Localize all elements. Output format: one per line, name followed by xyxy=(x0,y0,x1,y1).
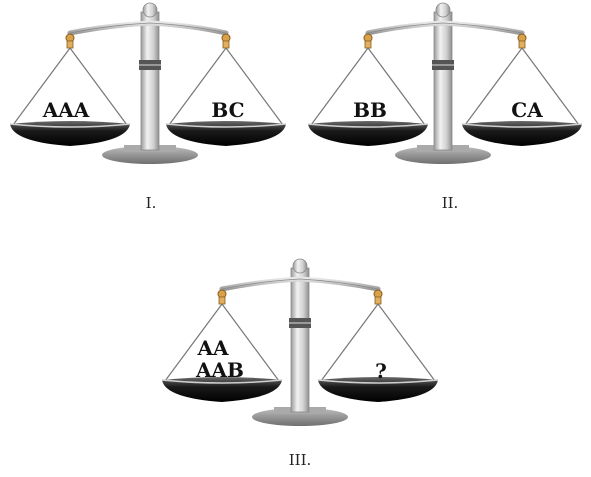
scale-2 xyxy=(307,2,583,164)
scale-2-caption: II. xyxy=(442,194,459,212)
scale-1-left-pan-label: AAA xyxy=(42,98,90,122)
scale-3-left-pan-label-line-1: AA xyxy=(196,336,229,360)
scale-1-caption: I. xyxy=(146,194,157,212)
scale-2-left-pan-label: BB xyxy=(353,98,387,122)
scale-1 xyxy=(9,2,287,164)
scale-1-right-pan-label: BC xyxy=(211,98,244,122)
scale-3 xyxy=(161,258,439,426)
scale-3-caption: III. xyxy=(289,451,312,469)
scale-3-left-pan-label-line-2: AAB xyxy=(195,358,244,382)
scale-2-right-pan-label: CA xyxy=(511,98,543,122)
scale-3-right-pan-unknown-label: ? xyxy=(375,359,387,383)
